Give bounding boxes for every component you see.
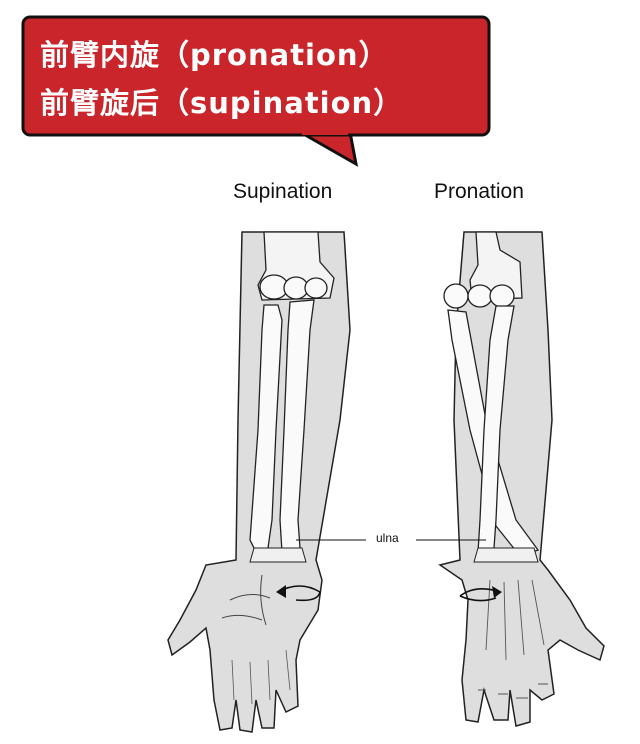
pronation-label: Pronation: [434, 180, 524, 204]
bubble-tail: [300, 132, 356, 164]
bubble-line-pronation: 前臂内旋（pronation）: [40, 32, 480, 74]
supination-arm: [168, 232, 350, 732]
supination-label: Supination: [233, 180, 332, 204]
pronation-arm: [440, 232, 604, 726]
bubble-line-supination: 前臂旋后（supination）: [40, 80, 480, 122]
ulna-label: ulna: [376, 531, 399, 545]
